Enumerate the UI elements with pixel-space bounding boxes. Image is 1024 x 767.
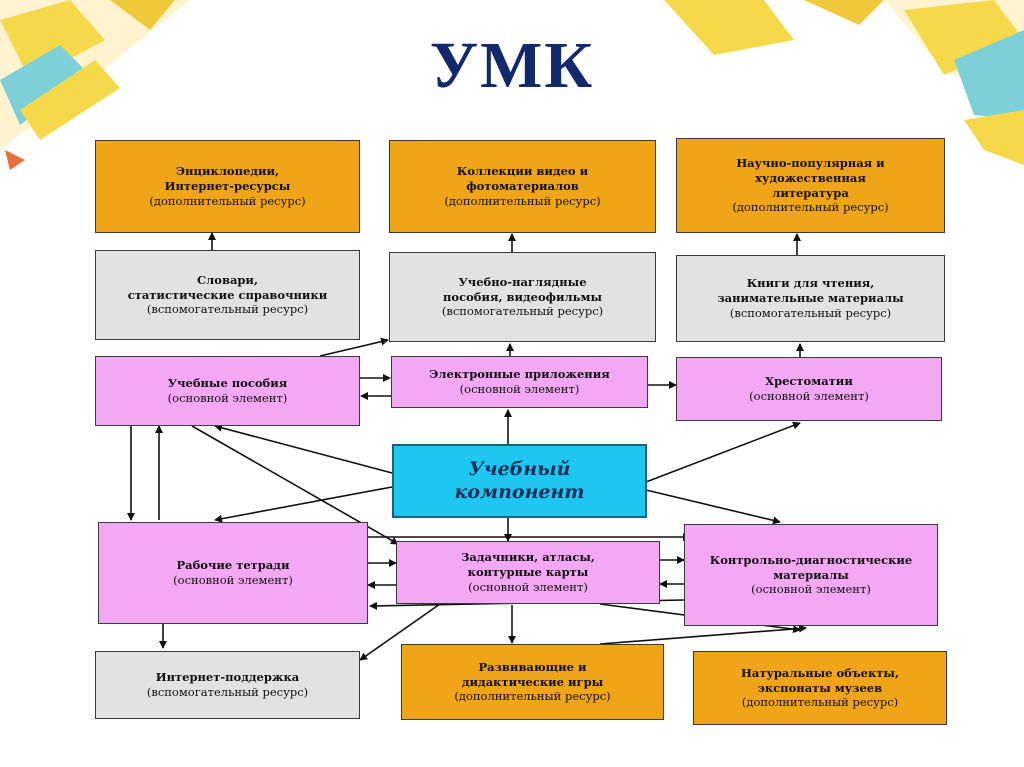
box-video-line3: (дополнительный ресурс) (444, 193, 601, 208)
box-encyclopedias-line3: (дополнительный ресурс) (149, 193, 306, 208)
box-popsci-line3: литература (772, 185, 849, 200)
box-problem-books: Задачники, атласы, контурные карты (осно… (396, 541, 660, 604)
box-eapps-line2: (основной элемент) (459, 382, 580, 396)
box-problems-line3: (основной элемент) (468, 579, 588, 594)
box-diag-line3: (основной элемент) (751, 582, 871, 597)
box-reading-line2: занимательные материалы (717, 291, 904, 306)
box-internet-support: Интернет-поддержка (вспомогательный ресу… (95, 651, 360, 719)
box-workbooks-line1: Рабочие тетради (176, 558, 290, 573)
box-anthologies: Хрестоматии (основной элемент) (676, 357, 942, 421)
box-visual-aids: Учебно-наглядные пособия, видеофильмы (в… (389, 252, 656, 342)
box-encyclopedias: Энциклопедии, Интернет-ресурсы (дополнит… (95, 140, 360, 233)
box-anth-line1: Хрестоматии (765, 374, 853, 389)
box-encyclopedias-line2: Интернет-ресурсы (164, 179, 291, 194)
page-title: УМК (429, 29, 595, 102)
box-games: Развивающие и дидактические игры (дополн… (401, 644, 664, 720)
box-workbooks: Рабочие тетради (основной элемент) (98, 522, 368, 624)
box-learning-component: Учебный компонент (392, 444, 647, 518)
box-reading-books: Книги для чтения, занимательные материал… (676, 255, 945, 342)
box-natural-line1: Натуральные объекты, (741, 665, 899, 680)
box-popsci-line1: Научно-популярная и (736, 156, 885, 171)
books-decoration-left (0, 0, 190, 170)
box-e-apps: Электронные приложения (основной элемент… (391, 356, 648, 408)
box-video-line1: Коллекции видео и (456, 164, 589, 179)
books-decoration-right (664, 0, 1024, 165)
box-popsci-line2: художественная (755, 170, 866, 185)
box-video-collections: Коллекции видео и фотоматериалов (дополн… (389, 140, 656, 233)
box-textbooks-line2: (основной элемент) (167, 391, 288, 405)
box-textbooks-line1: Учебные пособия (167, 376, 288, 391)
box-diag-line1: Контрольно-диагностические (709, 552, 913, 567)
box-reading-line3: (вспомогательный ресурс) (729, 305, 892, 320)
box-natural-line2: экспонаты музеев (757, 680, 883, 695)
box-popsci-line4: (дополнительный ресурс) (732, 200, 889, 215)
box-visual-line1: Учебно-наглядные (458, 274, 587, 289)
box-internet-line2: (вспомогательный ресурс) (146, 685, 309, 699)
box-diag-line2: материалы (773, 567, 849, 582)
center-line2: компонент (454, 481, 585, 503)
box-games-line2: дидактические игры (461, 674, 604, 689)
box-eapps-line1: Электронные приложения (429, 367, 610, 382)
box-games-line3: (дополнительный ресурс) (454, 689, 611, 704)
box-dict-line3: (вспомогательный ресурс) (146, 302, 309, 317)
box-problems-line1: Задачники, атласы, (461, 550, 595, 565)
box-video-line2: фотоматериалов (466, 179, 579, 194)
box-natural-line3: (дополнительный ресурс) (741, 695, 899, 710)
box-dict-line2: статистические справочники (127, 287, 328, 302)
box-games-line1: Развивающие и (478, 659, 587, 674)
box-textbooks: Учебные пособия (основной элемент) (95, 356, 360, 426)
box-anth-line2: (основной элемент) (749, 389, 869, 403)
box-dictionaries: Словари, статистические справочники (всп… (95, 250, 360, 340)
box-problems-line2: контурные карты (467, 565, 589, 580)
box-internet-line1: Интернет-поддержка (155, 670, 300, 685)
box-workbooks-line2: (основной элемент) (173, 573, 293, 587)
box-diagnostics: Контрольно-диагностические материалы (ос… (684, 524, 938, 626)
box-dict-line1: Словари, (197, 272, 258, 287)
box-natural-objects: Натуральные объекты, экспонаты музеев (д… (693, 651, 947, 725)
box-visual-line2: пособия, видеофильмы (443, 289, 602, 304)
box-encyclopedias-line1: Энциклопедии, (175, 164, 280, 179)
box-visual-line3: (вспомогательный ресурс) (441, 304, 604, 319)
box-reading-line1: Книги для чтения, (746, 276, 875, 291)
box-popular-science: Научно-популярная и художественная литер… (676, 138, 945, 233)
center-line1: Учебный (468, 458, 571, 481)
